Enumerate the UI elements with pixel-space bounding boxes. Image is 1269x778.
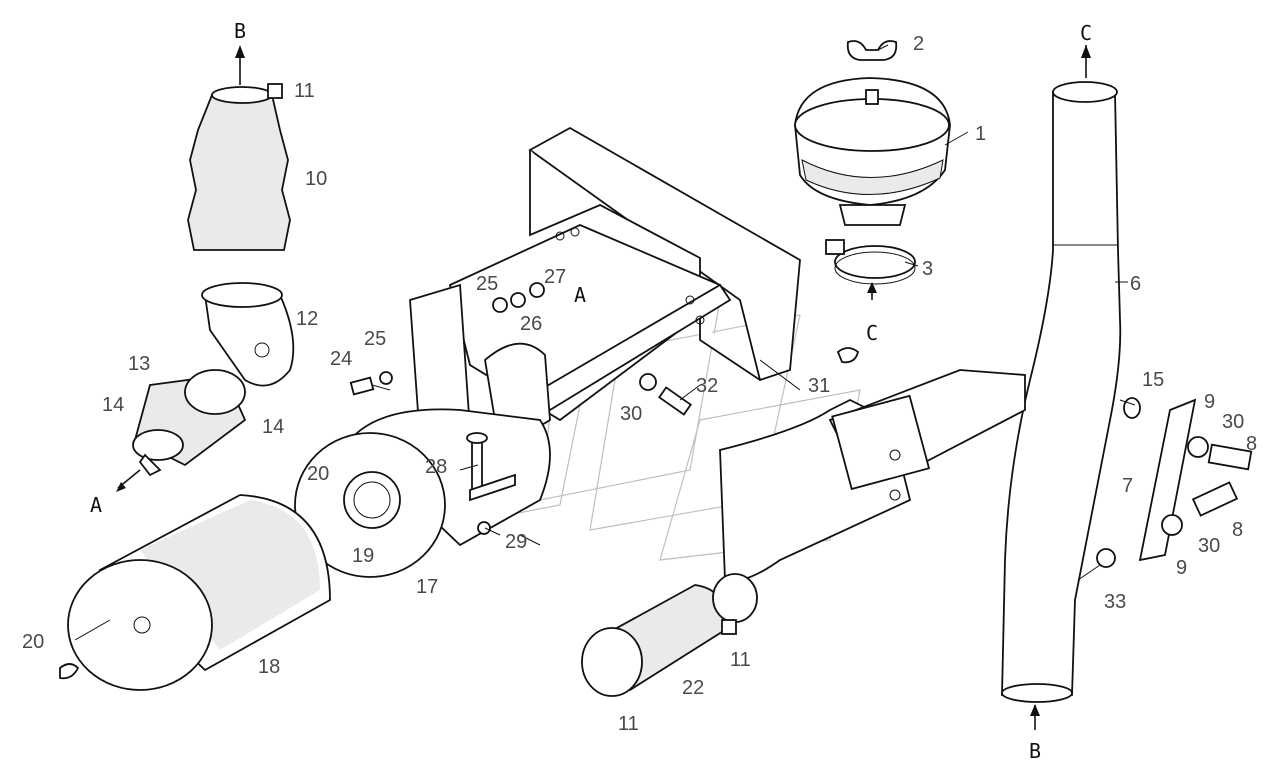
callout-25-lower: 25 <box>364 328 386 350</box>
callout-18: 18 <box>258 656 280 678</box>
filter-element-18 <box>59 494 331 691</box>
letter-c-mid: C <box>866 321 878 345</box>
callout-32: 32 <box>696 375 718 397</box>
arrow-b-bottom <box>1030 704 1040 730</box>
callout-9-upper: 9 <box>1204 391 1215 413</box>
callout-1: 1 <box>975 123 986 145</box>
callout-8-upper: 8 <box>1246 433 1257 455</box>
callout-30-lower-right: 30 <box>1198 535 1220 557</box>
callout-13: 13 <box>128 353 150 375</box>
arrow-b-top <box>235 45 245 85</box>
fasteners-upper <box>349 282 545 396</box>
callout-33: 33 <box>1104 591 1126 613</box>
callout-14-left: 14 <box>102 394 124 416</box>
callout-10: 10 <box>305 168 327 190</box>
callout-11-top: 11 <box>294 80 315 102</box>
filter-housing-17 <box>294 408 551 578</box>
callout-30-mid: 30 <box>620 403 642 425</box>
callout-27: 27 <box>544 266 566 288</box>
callout-26: 26 <box>520 313 542 335</box>
callout-3: 3 <box>922 258 933 280</box>
letter-b-bottom: B <box>1029 739 1041 763</box>
small-filter-13-14 <box>116 369 247 492</box>
callout-15: 15 <box>1142 369 1164 391</box>
callout-11-right: 11 <box>730 649 751 671</box>
callout-22: 22 <box>682 677 704 699</box>
callout-24: 24 <box>330 348 352 370</box>
callout-11-bottom: 11 <box>618 713 639 735</box>
duct-flange-31 <box>639 347 1026 501</box>
callout-8-lower: 8 <box>1232 519 1243 541</box>
callout-14-right: 14 <box>262 416 284 438</box>
callout-7: 7 <box>1122 475 1133 497</box>
intake-pipe-6 <box>1001 81 1122 703</box>
callout-25-upper: 25 <box>476 273 498 295</box>
letter-c-top: C <box>1080 21 1092 45</box>
leader-lines <box>74 44 1136 641</box>
elbow-12 <box>201 282 295 387</box>
callout-31: 31 <box>808 375 830 397</box>
callout-20-housing: 20 <box>307 463 329 485</box>
arrow-c-mid <box>867 282 877 300</box>
letter-b-top: B <box>234 19 246 43</box>
callout-28: 28 <box>425 456 447 478</box>
mounting-bracket <box>409 126 801 442</box>
callout-12: 12 <box>296 308 318 330</box>
callout-2: 2 <box>913 33 924 55</box>
callout-19: 19 <box>352 545 374 567</box>
callout-6: 6 <box>1130 273 1141 295</box>
arrow-c-top <box>1081 45 1091 78</box>
callout-17: 17 <box>416 576 438 598</box>
bellows-hose-10 <box>187 83 291 251</box>
callout-29: 29 <box>505 531 527 553</box>
callout-9-lower: 9 <box>1176 557 1187 579</box>
letter-a-left: A <box>90 493 102 517</box>
letter-a-mid: A <box>574 283 586 307</box>
precleaner-1 <box>794 40 951 226</box>
hose-clamp-3 <box>825 239 916 285</box>
callout-20-element: 20 <box>22 631 44 653</box>
callout-30-upper-right: 30 <box>1222 411 1244 433</box>
